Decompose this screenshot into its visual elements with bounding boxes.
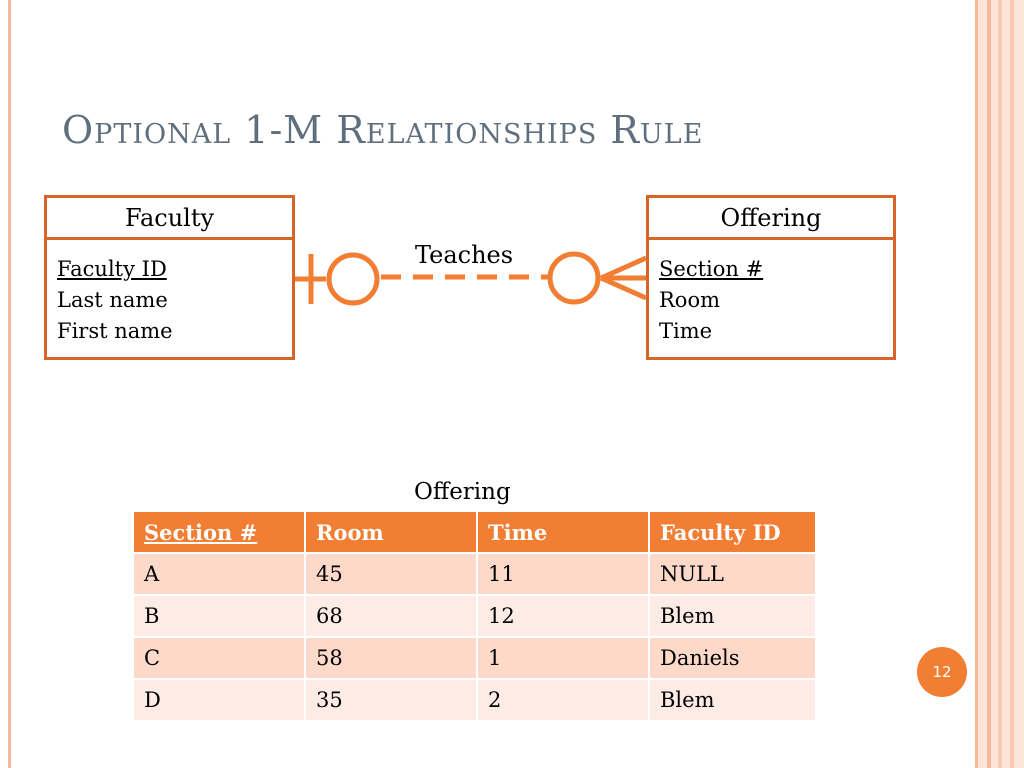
entity-attribute-key: Section # (659, 257, 764, 281)
table-cell: 1 (477, 636, 650, 679)
entity-attribute: Room (659, 288, 721, 312)
cardinality-optional-circle (326, 252, 380, 306)
table-cell: Blem (649, 594, 817, 637)
slide-border-right-line (1010, 0, 1014, 768)
offering-table: Section # Room Time Faculty ID A 45 11 N… (134, 512, 817, 720)
table-row: A 45 11 NULL (134, 552, 817, 595)
table-cell: NULL (649, 552, 817, 595)
entity-attributes: Section # Room Time (649, 240, 893, 347)
table-cell: 68 (305, 594, 478, 637)
relationship-label: Teaches (415, 241, 514, 269)
entity-name: Offering (649, 198, 893, 240)
cardinality-many-crowsfoot (599, 255, 648, 281)
column-header: Room (305, 512, 478, 553)
table-cell: 58 (305, 636, 478, 679)
slide-border-right-line (975, 0, 978, 768)
slide-border-left (8, 0, 11, 768)
entity-attribute: Time (659, 319, 713, 343)
entity-attribute: Last name (57, 288, 168, 312)
offering-entity: Offering Section # Room Time (646, 195, 896, 360)
column-header: Faculty ID (649, 512, 817, 553)
table-row: D 35 2 Blem (134, 678, 817, 720)
entity-attributes: Faculty ID Last name First name (47, 240, 292, 347)
column-header: Time (477, 512, 650, 553)
slide-title: Optional 1-M Relationships Rule (62, 108, 704, 152)
table-cell: Daniels (649, 636, 817, 679)
table-cell: Blem (649, 678, 817, 720)
table-row: B 68 12 Blem (134, 594, 817, 637)
table-header-row: Section # Room Time Faculty ID (134, 512, 817, 553)
table-cell: D (134, 678, 306, 720)
table-cell: B (134, 594, 306, 637)
faculty-entity: Faculty Faculty ID Last name First name (44, 195, 295, 360)
entity-attribute: First name (57, 319, 173, 343)
table-cell: 12 (477, 594, 650, 637)
table-cell: 45 (305, 552, 478, 595)
cardinality-many-crowsfoot (599, 275, 648, 301)
page-number-badge: 12 (917, 647, 967, 697)
table-cell: A (134, 552, 306, 595)
slide-border-right-line (987, 0, 991, 768)
table-cell: 11 (477, 552, 650, 595)
table-cell: C (134, 636, 306, 679)
column-header: Section # (134, 512, 306, 553)
table-caption: Offering (414, 479, 511, 505)
entity-attribute-key: Faculty ID (57, 257, 167, 281)
table-row: C 58 1 Daniels (134, 636, 817, 679)
cardinality-optional-circle (547, 251, 601, 305)
table-cell: 35 (305, 678, 478, 720)
entity-name: Faculty (47, 198, 292, 240)
slide-border-right-line (998, 0, 1002, 768)
table-cell: 2 (477, 678, 650, 720)
